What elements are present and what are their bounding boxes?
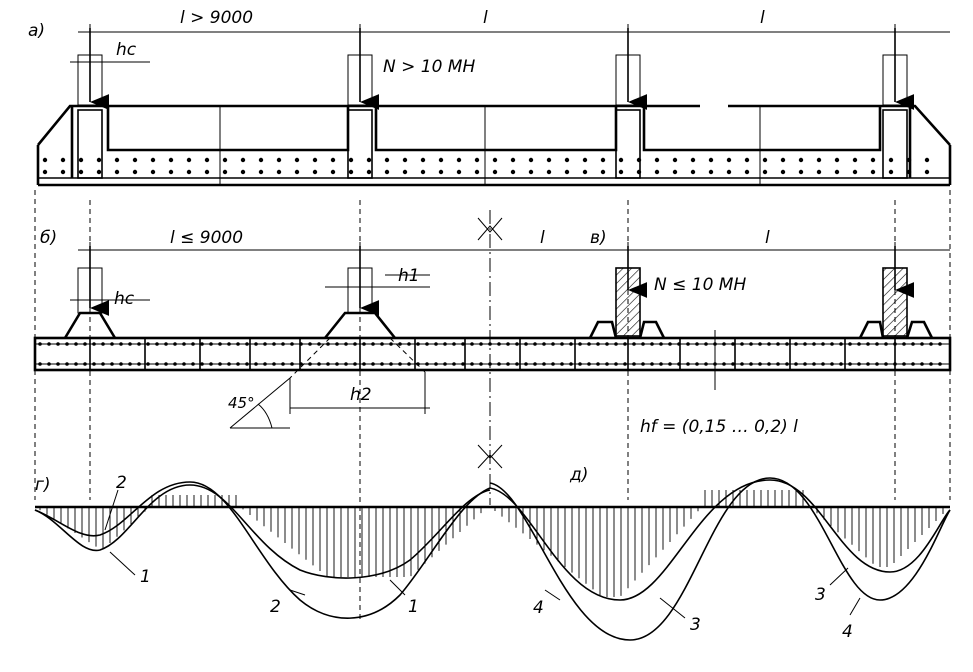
dim-b-span2: l: [540, 228, 545, 248]
curve-g-1: [34, 484, 491, 579]
curve-d-4: [489, 477, 951, 641]
part-a: а) l > 9000 l l hc N > 10 МН: [28, 8, 952, 187]
label-g: г): [35, 475, 51, 495]
load-v: N ≤ 10 МН: [654, 275, 746, 295]
dim-a-span1: l > 9000: [180, 8, 253, 28]
curve-label-d-3b: 3: [815, 585, 826, 605]
dim-h2: h2: [350, 385, 372, 405]
dim-hf: hf = (0,15 … 0,2) l: [640, 417, 798, 437]
dim-b-span1: l ≤ 9000: [170, 228, 243, 248]
curve-g-2: [34, 481, 491, 619]
curve-label-g-1b: 1: [408, 597, 419, 617]
guide-lines: [34, 190, 951, 620]
dim-a-span2: l: [483, 8, 488, 28]
curve-label-d-4b: 4: [842, 622, 853, 642]
dim-v-span: l: [765, 228, 770, 248]
dim-hc-a: hc: [116, 40, 137, 60]
load-a: N > 10 МН: [383, 57, 475, 77]
part-g-d: г) д) 1 2 2 1 4 3 3 4: [34, 444, 951, 642]
curve-label-g-1a: 1: [140, 567, 151, 587]
curve-d-3: [489, 479, 951, 601]
label-v: в): [590, 228, 607, 248]
dim-hc-b: hc: [114, 289, 135, 309]
label-b: б): [40, 228, 57, 248]
dim-h1: h1: [398, 266, 420, 286]
curve-label-g-2a: 2: [116, 473, 127, 493]
curve-label-d-3a: 3: [690, 615, 701, 635]
rebar-dots-a: [42, 157, 930, 175]
slab-top-a: [36, 104, 700, 146]
part-b-v: б) в) l ≤ 9000 l l hc h1 N ≤ 10 МН: [33, 217, 952, 437]
curve-label-g-2b: 2: [270, 597, 281, 617]
dim-angle: 45°: [228, 394, 255, 412]
label-a: а): [28, 21, 45, 41]
curve-label-d-4a: 4: [533, 598, 544, 618]
dim-a-span3: l: [760, 8, 765, 28]
label-d: д): [569, 465, 588, 485]
